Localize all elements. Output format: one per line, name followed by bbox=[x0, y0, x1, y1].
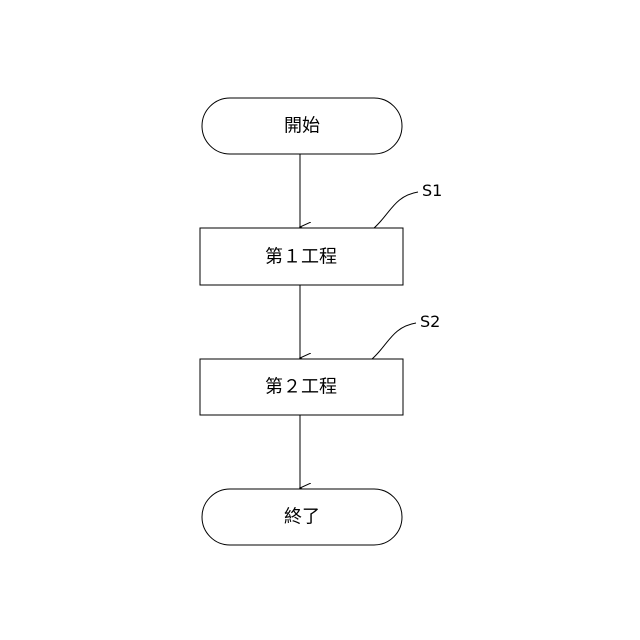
end-node: 終了 bbox=[202, 489, 402, 545]
step2-label: 第２工程 bbox=[265, 377, 337, 398]
step1-label: 第１工程 bbox=[265, 247, 337, 268]
step1-id-label: S1 bbox=[422, 181, 442, 200]
process-step-2: 第２工程 bbox=[200, 359, 403, 415]
process-step-1: 第１工程 bbox=[200, 228, 403, 285]
end-label: 終了 bbox=[284, 507, 320, 528]
step2-id-label: S2 bbox=[420, 312, 440, 331]
step2-leader-line bbox=[372, 323, 416, 359]
step1-leader-line bbox=[374, 192, 418, 228]
start-node: 開始 bbox=[202, 98, 402, 154]
start-label: 開始 bbox=[284, 116, 320, 137]
